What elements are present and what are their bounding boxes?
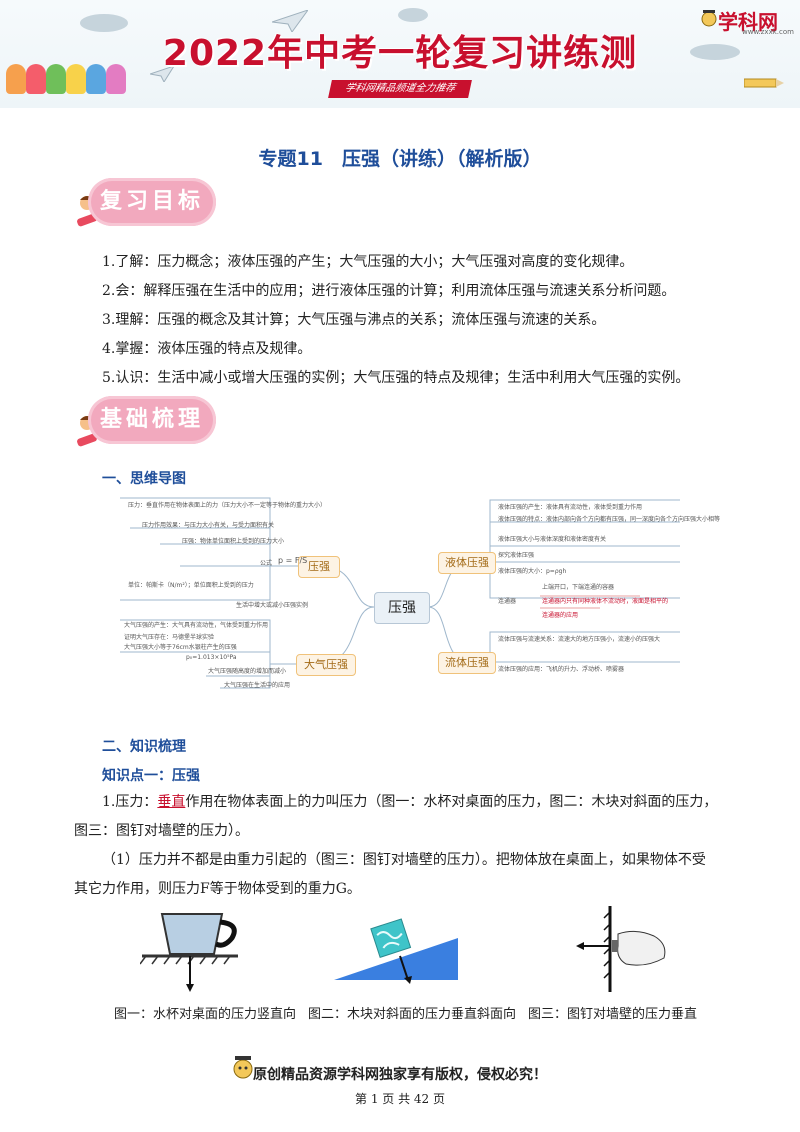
mindmap-node-pressure: 压强 bbox=[298, 556, 340, 578]
mindmap-heading: 一、思维导图 bbox=[102, 471, 186, 487]
goal-line: 1.了解：压力概念；液体压强的产生；大气压强的大小；大气压强对高度的变化规律。 bbox=[102, 254, 634, 270]
mindmap-note: 流体压强的应用：飞机的升力、浮动桥、喷雾器 bbox=[498, 666, 625, 673]
paragraph-line: （1）压力并不都是由重力引起的（图三：图钉对墙壁的压力）。把物体放在桌面上，如果… bbox=[102, 852, 706, 868]
cloud-decoration bbox=[80, 14, 128, 32]
figure-caption: 图三：图钉对墙壁的压力垂直 bbox=[528, 1007, 698, 1022]
mindmap-note: 证明大气压存在：马德堡半球实验 bbox=[124, 634, 215, 641]
figure-thumbtack-on-wall bbox=[576, 906, 666, 992]
mindmap-note: 单位：帕斯卡（N/m²）；单位面积上受到的压力 bbox=[128, 582, 254, 589]
banner-subtitle: 学科网精品频道全力推荐 bbox=[328, 80, 472, 98]
mindmap-node-liquid: 液体压强 bbox=[438, 552, 496, 574]
children-illustration bbox=[6, 64, 132, 100]
mindmap-note: 大气压强随高度的增加而减小 bbox=[208, 668, 287, 675]
goal-line: 3.理解：压强的概念及其计算；大气压强与沸点的关系；流体压强与流速的关系。 bbox=[102, 312, 606, 328]
paragraph-line: 图三：图钉对墙壁的压力）。 bbox=[74, 823, 249, 839]
page-number: 第 1 页 共 42 页 bbox=[355, 1092, 445, 1106]
mindmap-note: 液体压强的大小：p=ρgh bbox=[498, 568, 567, 575]
mindmap-formula: p = F/S bbox=[278, 556, 308, 565]
pencil-decoration-icon bbox=[744, 78, 784, 88]
banner-title: 2022年中考一轮复习讲练测 bbox=[162, 33, 638, 74]
mindmap-note: 公式 bbox=[260, 560, 273, 567]
goal-line: 4.掌握：液体压强的特点及规律。 bbox=[102, 341, 312, 357]
cloud-decoration bbox=[398, 8, 428, 22]
cloud-decoration bbox=[690, 44, 740, 60]
figure-caption: 图一：水杯对桌面的压力竖直向 bbox=[114, 1007, 297, 1022]
section-badge-basics: 基础梳理 bbox=[88, 396, 216, 444]
mindmap-note: 生活中增大或减小压强实例 bbox=[236, 602, 309, 609]
document-title: 专题11 压强（讲练）（解析版） bbox=[258, 148, 542, 170]
mindmap-note: 液体压强大小与液体深度和液体密度有关 bbox=[498, 536, 607, 543]
mind-map-connectors bbox=[120, 497, 680, 689]
goal-line: 2.会：解释压强在生活中的应用；进行液体压强的计算；利用流体压强与流速关系分析问… bbox=[102, 283, 676, 299]
paragraph-line: 其它力作用，则压力F等于物体受到的重力G。 bbox=[74, 881, 361, 897]
mindmap-note: 大气压强大小等于76cm水银柱产生的压强 bbox=[124, 644, 237, 651]
mindmap-node-atmospheric: 大气压强 bbox=[296, 654, 356, 676]
site-logo: 学科网 bbox=[718, 10, 778, 34]
mindmap-note: 上端开口，下端连通的容器 bbox=[542, 584, 615, 591]
site-url: www.zxxk.com bbox=[742, 28, 794, 36]
mindmap-note: 压力：垂直作用在物体表面上的力（压力大小不一定等于物体的重力大小） bbox=[128, 502, 327, 509]
logo-icon bbox=[701, 10, 717, 27]
paper-plane-icon bbox=[272, 10, 308, 32]
knowledge-point-title: 知识点一：压强 bbox=[102, 768, 200, 784]
text: 作用在物体表面上的力叫压力（图一：水杯对桌面的压力，图二：木块对斜面的压力， bbox=[185, 794, 718, 810]
mindmap-note: 压力作用效果：与压力大小有关，与受力面积有关 bbox=[142, 522, 275, 529]
highlight-term: 垂直 bbox=[157, 794, 186, 810]
mindmap-note: 连通器 bbox=[498, 598, 517, 605]
figure-block-on-slope bbox=[334, 918, 458, 984]
mind-map: 压强 压强 大气压强 液体压强 流体压强 压力：垂直作用在物体表面上的力（压力大… bbox=[120, 492, 720, 702]
mindmap-note: 压强：物体单位面积上受到的压力大小 bbox=[182, 538, 285, 545]
figure-cup-on-table bbox=[140, 913, 238, 992]
copyright-notice: 原创精品资源学科网独家享有版权，侵权必究！ bbox=[253, 1067, 547, 1083]
mindmap-note: 连通器内只有同种液体不流动时，液面是相平的 bbox=[542, 598, 669, 605]
mindmap-note: 大气压强的产生：大气具有流动性，气体受到重力作用 bbox=[124, 622, 269, 629]
paragraph-pressure-def: 1.压力：垂直作用在物体表面上的力叫压力（图一：水杯对桌面的压力，图二：木块对斜… bbox=[102, 788, 742, 817]
mindmap-node-fluid: 流体压强 bbox=[438, 652, 496, 674]
mindmap-center-node: 压强 bbox=[374, 592, 430, 624]
paper-plane-icon bbox=[150, 66, 174, 82]
section-badge-review-goals: 复习目标 bbox=[88, 178, 216, 226]
text: 1.压力： bbox=[102, 794, 158, 810]
knowledge-heading: 二、知识梳理 bbox=[102, 739, 186, 755]
mindmap-note: 流体压强与流速关系：流速大的地方压强小，流速小的压强大 bbox=[498, 636, 661, 643]
figure-caption: 图二：木块对斜面的压力垂直斜面向 bbox=[308, 1007, 517, 1022]
mascot-icon bbox=[233, 1056, 253, 1079]
goal-line: 5.认识：生活中减小或增大压强的实例；大气压强的特点及规律；生活中利用大气压强的… bbox=[102, 370, 690, 386]
mindmap-note: 液体压强的特点：液体内部向各个方向都有压强，同一深度向各个方向压强大小相等 bbox=[498, 516, 721, 523]
mindmap-note: 探究液体压强 bbox=[498, 552, 535, 559]
mindmap-note: p₀=1.013×10⁵Pa bbox=[186, 654, 237, 661]
mindmap-note: 大气压强在生活中的应用 bbox=[224, 682, 291, 689]
mindmap-note: 液体压强的产生：液体具有流动性，液体受到重力作用 bbox=[498, 504, 643, 511]
mindmap-note: 连通器的应用 bbox=[542, 612, 579, 619]
